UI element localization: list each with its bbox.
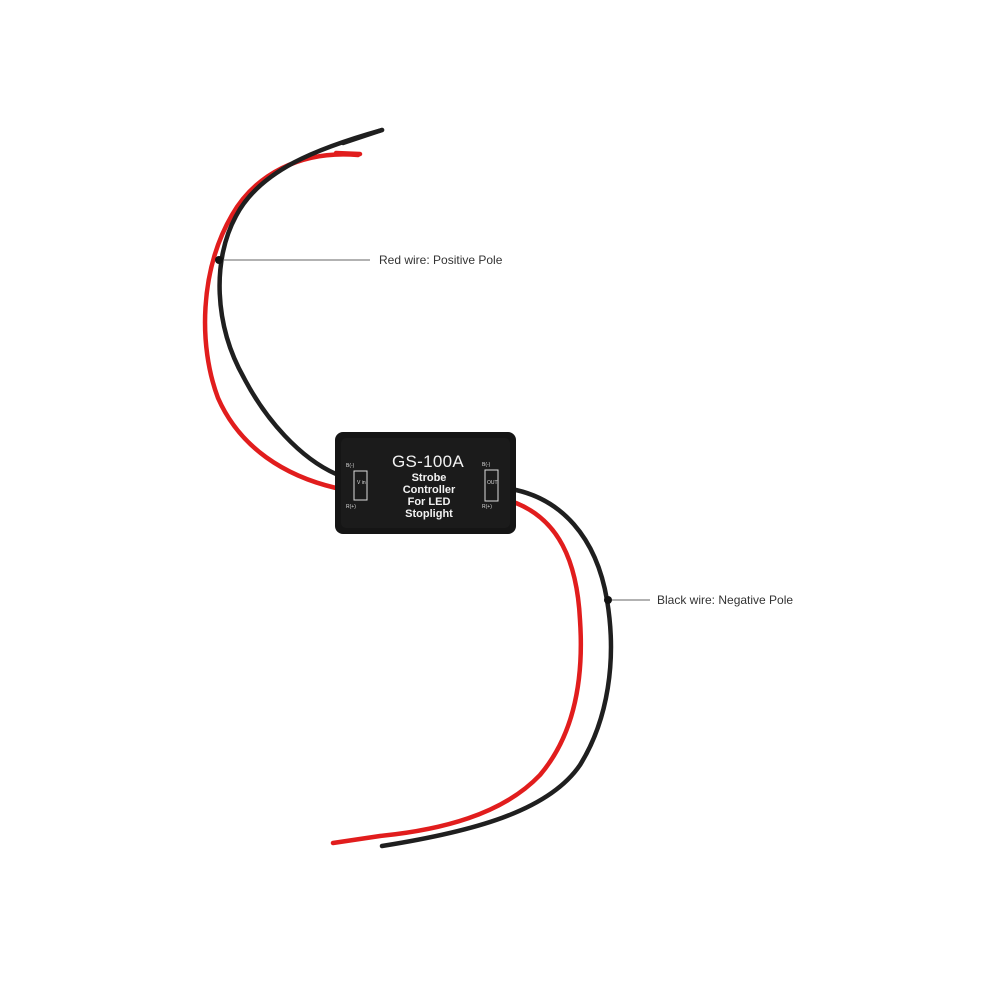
module-description-line-2: Controller: [402, 484, 456, 496]
black-wire-upper: [217, 127, 385, 477]
module-description-line-1: Strobe: [411, 472, 447, 484]
controller-module-face: [341, 438, 510, 528]
red-wire-upper-tip: [333, 150, 363, 157]
red-wire-lower: [330, 500, 584, 846]
left-terminal-box: [353, 470, 368, 501]
left-terminal-bottom-label: R(+): [346, 504, 356, 510]
black-wire-upper-tip: [340, 127, 385, 146]
right-terminal-box: [484, 469, 499, 502]
module-description-line-4: Stoplight: [405, 508, 453, 520]
red-wire-callout-dot: [215, 256, 223, 264]
right-terminal-text: OUT: [487, 480, 498, 486]
black-wire-lower: [379, 487, 614, 849]
red-wire-label: Red wire: Positive Pole: [379, 253, 503, 267]
module-model-label: GS-100A: [391, 452, 465, 471]
left-terminal-top-label: B(-): [346, 463, 355, 469]
right-terminal-top-label: B(-): [482, 462, 491, 468]
module-description: Strobe Controller For LED Stoplight: [382, 472, 476, 520]
black-wire-label: Black wire: Negative Pole: [657, 593, 794, 607]
module-description-line-3: For LED: [407, 496, 451, 508]
black-wire-callout-dot: [604, 596, 612, 604]
right-terminal-bottom-label: R(+): [482, 504, 492, 510]
red-wire-upper: [202, 152, 361, 491]
left-terminal-text: V in: [357, 480, 366, 486]
